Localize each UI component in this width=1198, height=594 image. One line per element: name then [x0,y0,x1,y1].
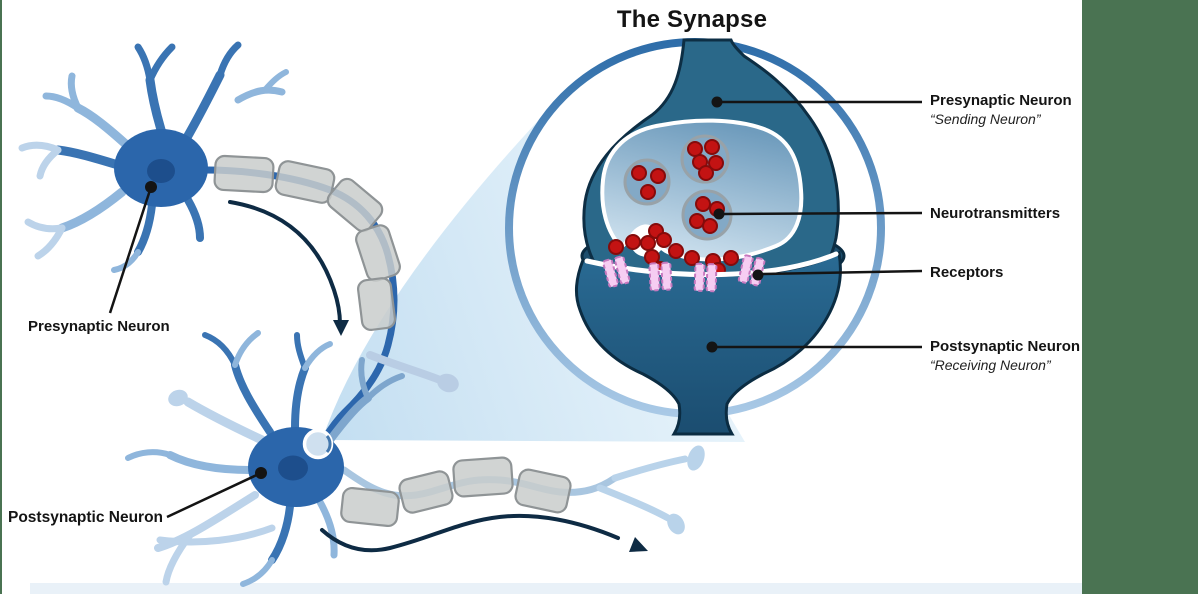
postsynaptic-neuron-illustration [125,330,705,587]
label-dot-receptors [752,269,764,281]
receptor-channels [602,254,766,293]
right-green-sidebar [1082,0,1198,594]
myelin-sheath-segments [213,154,401,331]
nucleus [147,159,175,183]
label-postsynaptic-neuron-left: Postsynaptic Neuron [8,509,164,526]
myelin-sheath-segments [340,456,572,528]
dendrites [18,41,289,273]
label-dot-postsynaptic [706,341,718,353]
synapse-contact-highlight [302,428,334,460]
dendrites [125,330,459,587]
signal-arrow-bottom [320,513,648,553]
label-presynaptic-neuron-left: Presynaptic Neuron [28,318,170,335]
nucleus [278,455,308,481]
sublabel-sending-neuron: “Sending Neuron” [930,111,1041,127]
label-receptors: Receptors [930,264,1004,281]
label-dot-presynaptic [711,96,723,108]
label-dot-neurotransmitters [713,208,725,220]
diagram-title: The Synapse [616,6,768,33]
bottom-tint-strip [30,583,1082,594]
sublabel-receiving-neuron: “Receiving Neuron” [930,357,1051,373]
left-green-edge [0,0,2,594]
label-postsynaptic-neuron-right: Postsynaptic Neuron [930,338,1081,355]
signal-arrow-top [228,200,349,336]
label-neurotransmitters: Neurotransmitters [930,205,1061,222]
label-presynaptic-neuron-right: Presynaptic Neuron [930,92,1072,109]
presynaptic-neuron-illustration [18,41,401,442]
label-leader-lines [108,96,923,519]
